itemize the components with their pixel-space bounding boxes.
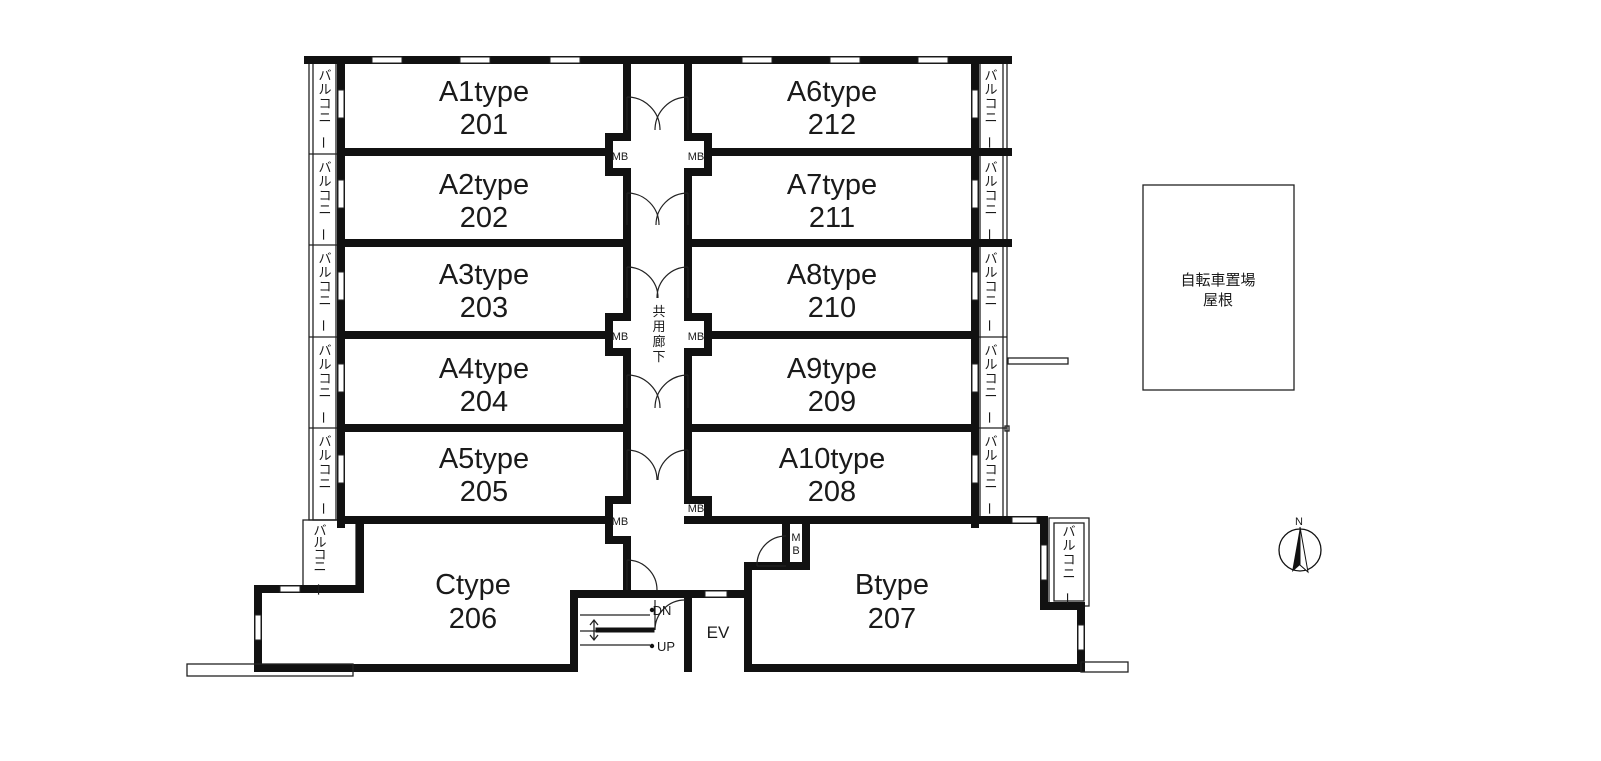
bicycle-roof-label-line1: 自転車置場 (1180, 271, 1255, 289)
balcony-label: バルコニー (980, 252, 997, 332)
balcony-label: バルコニー (314, 161, 331, 241)
mb-label: MB (612, 331, 629, 343)
unit-type-label: A5type (439, 443, 529, 475)
unit-type-label: A7type (787, 169, 877, 201)
unit-number-label: 210 (808, 292, 856, 324)
unit-b: Btype 207 (855, 569, 929, 635)
bicycle-roof-label-line2: 屋根 (1203, 291, 1233, 309)
unit-number-label: 205 (460, 476, 508, 508)
mb-label: MB (688, 331, 705, 343)
unit-type-label: A8type (787, 259, 877, 291)
unit-c: Ctype 206 (435, 569, 511, 635)
unit-number-label: 212 (808, 109, 856, 141)
unit-number-label: 204 (460, 386, 508, 418)
mb-label: MB (612, 516, 629, 528)
unit-number-label: 202 (460, 202, 508, 234)
unit-number-label: 208 (808, 476, 856, 508)
meter-boxes: MB MB MB MB MB MB M B (612, 151, 801, 557)
unit-number-label: 207 (868, 603, 916, 635)
staircase (580, 607, 655, 649)
balcony-label: バルコニー (980, 435, 997, 515)
unit-type-label: Ctype (435, 569, 511, 601)
north-compass: N (1278, 516, 1322, 574)
walls (254, 56, 1085, 672)
balcony-label: バルコニー (314, 69, 331, 149)
unit-type-label: A9type (787, 353, 877, 385)
balcony-label: バルコニー (980, 69, 997, 149)
unit-number-label: 201 (460, 109, 508, 141)
unit-number-label: 203 (460, 292, 508, 324)
stairs-up-label: UP (657, 639, 675, 654)
left-balcony-strip (302, 59, 357, 587)
mb-label: MB (612, 151, 629, 163)
balcony-label: バルコニー (314, 344, 331, 424)
unit-number-label: 206 (449, 603, 497, 635)
mb-label-split: M (791, 532, 800, 544)
ground-lines (186, 240, 1129, 677)
bicycle-parking-roof: 自転車置場 屋根 (1142, 184, 1295, 391)
balcony-label: バルコニー (309, 524, 326, 596)
mb-label: MB (688, 151, 705, 163)
vertical-labels: バルコニーバルコニーバルコニーバルコニーバルコニーバルコニーバルコニーバルコニー… (309, 69, 1075, 605)
balcony-label: バルコニー (314, 435, 331, 515)
stairs-down-label: DN (653, 603, 672, 618)
unit-type-label: Btype (855, 569, 929, 601)
balcony-label: バルコニー (1058, 525, 1075, 605)
left-units: A1type 201 A2type 202 A3type 203 A4type … (439, 76, 529, 508)
balcony-label: バルコニー (980, 161, 997, 241)
elevator-label: EV (707, 623, 730, 642)
unit-type-label: A3type (439, 259, 529, 291)
unit-type-label: A4type (439, 353, 529, 385)
unit-type-label: A6type (787, 76, 877, 108)
right-units: A6type 212 A7type 211 A8type 210 A9type … (779, 76, 885, 508)
balcony-label: バルコニー (314, 252, 331, 332)
windows (254, 56, 1085, 651)
unit-type-label: A2type (439, 169, 529, 201)
mb-label-split: B (792, 545, 799, 557)
unit-number-label: 209 (808, 386, 856, 418)
doors (626, 96, 787, 631)
shared-corridor-label: 共用廊下 (652, 305, 665, 365)
unit-type-label: A10type (779, 443, 885, 475)
north-label: N (1295, 516, 1303, 528)
mb-label: MB (688, 503, 705, 515)
unit-type-label: A1type (439, 76, 529, 108)
balcony-label: バルコニー (980, 344, 997, 424)
unit-number-label: 211 (809, 202, 855, 234)
